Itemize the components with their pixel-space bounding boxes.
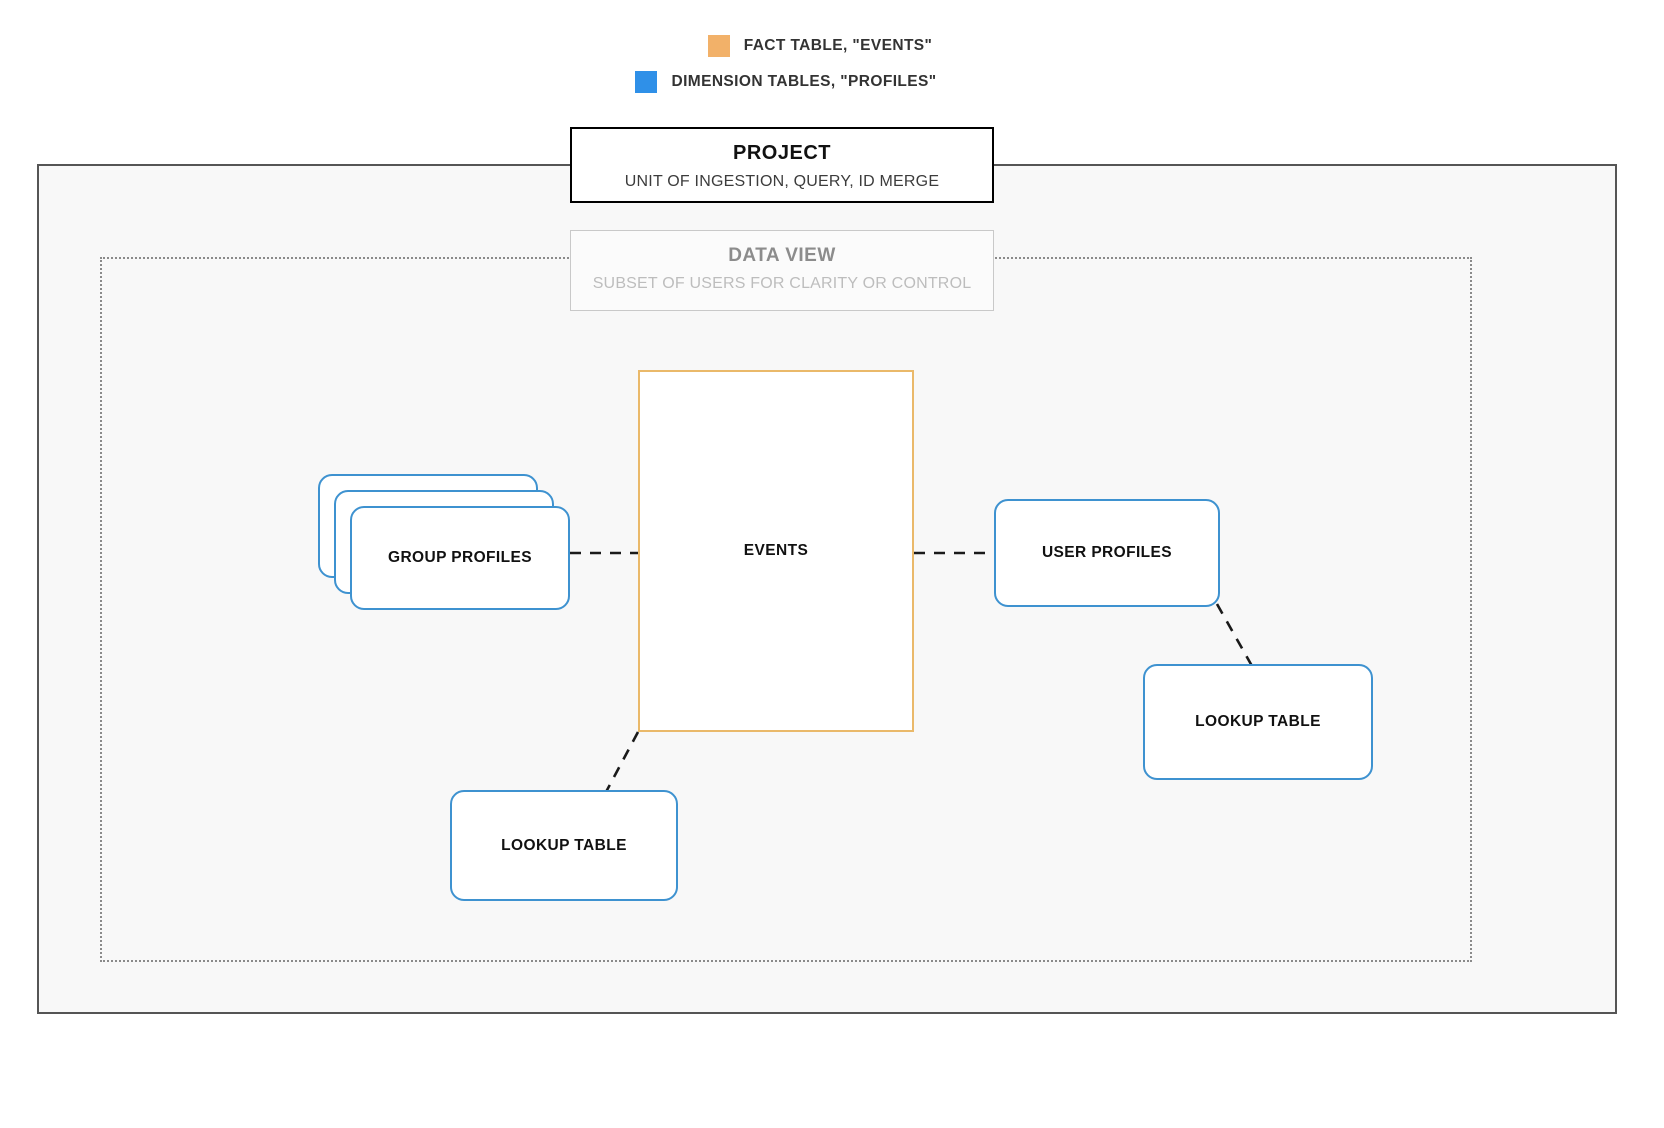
blue-square-swatch xyxy=(635,71,658,93)
node-lookup-table-left[interactable]: LOOKUP TABLE xyxy=(450,790,678,901)
node-group-profiles-label: GROUP PROFILES xyxy=(388,549,532,566)
node-user-profiles-label: USER PROFILES xyxy=(1041,544,1173,561)
orange-square-swatch xyxy=(707,35,730,57)
node-events-label: EVENTS xyxy=(743,542,809,559)
legend-item-label: FACT TABLE, "EVENTS" xyxy=(743,37,933,54)
project-title: PROJECT xyxy=(733,142,831,164)
legend-item-fact-table: FACT TABLE, "EVENTS" xyxy=(0,28,1664,64)
legend: FACT TABLE, "EVENTS" DIMENSION TABLES, "… xyxy=(0,28,1664,100)
node-group-profiles[interactable]: GROUP PROFILES xyxy=(318,474,570,610)
node-lookup-table-left-label: LOOKUP TABLE xyxy=(501,836,627,854)
node-events[interactable]: EVENTS xyxy=(638,370,914,732)
data-view-title: DATA VIEW xyxy=(728,245,836,266)
legend-item-dimension-tables: DIMENSION TABLES, "PROFILES" xyxy=(0,64,1664,100)
legend-item-label: DIMENSION TABLES, "PROFILES" xyxy=(671,73,937,90)
group-profiles-card-front[interactable]: GROUP PROFILES xyxy=(350,506,570,610)
node-lookup-table-right-label: LOOKUP TABLE xyxy=(1195,713,1321,730)
node-user-profiles[interactable]: USER PROFILES xyxy=(994,499,1220,607)
node-lookup-table-right[interactable]: LOOKUP TABLE xyxy=(1143,664,1373,780)
data-view-subtitle: SUBSET OF USERS FOR CLARITY OR CONTROL xyxy=(592,275,972,292)
project-subtitle: UNIT OF INGESTION, QUERY, ID MERGE xyxy=(624,173,940,190)
data-view-header-box: DATA VIEW SUBSET OF USERS FOR CLARITY OR… xyxy=(570,230,994,311)
project-header-box: PROJECT UNIT OF INGESTION, QUERY, ID MER… xyxy=(570,127,994,203)
